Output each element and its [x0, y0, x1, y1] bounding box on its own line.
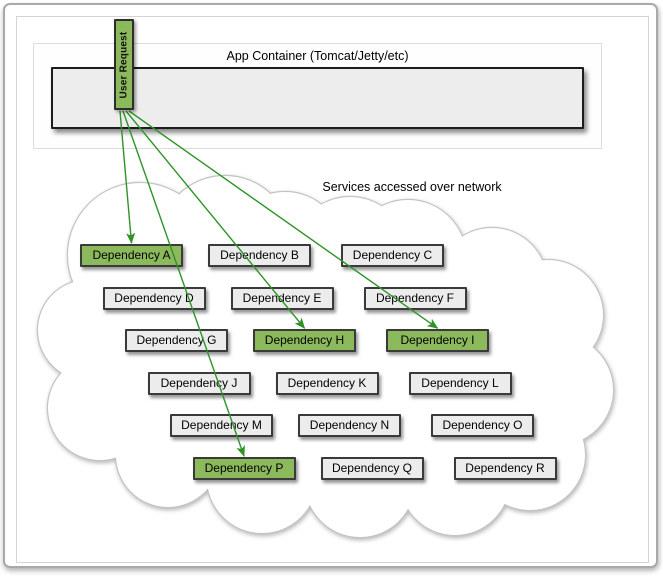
inner-frame — [16, 16, 649, 563]
dependency-box-a: Dependency A — [80, 244, 183, 267]
dependency-box-n: Dependency N — [298, 414, 401, 438]
dependency-box-d: Dependency D — [102, 286, 206, 310]
dependency-box-o: Dependency O — [431, 414, 534, 438]
dependency-box-f: Dependency F — [363, 286, 467, 310]
dependency-box-p: Dependency P — [192, 457, 296, 480]
dependency-box-h: Dependency H — [253, 329, 356, 353]
dependency-box-l: Dependency L — [408, 371, 512, 395]
app-container-title: App Container (Tomcat/Jetty/etc) — [226, 49, 409, 63]
dependency-box-r: Dependency R — [453, 457, 557, 480]
dependency-box-q: Dependency Q — [320, 457, 424, 480]
dependency-box-c: Dependency C — [341, 244, 444, 267]
dependency-box-g: Dependency G — [125, 329, 228, 353]
dependency-box-i: Dependency I — [386, 329, 489, 353]
dependency-box-j: Dependency J — [147, 371, 251, 395]
user-request-box: User Request — [114, 19, 134, 110]
dependency-box-b: Dependency B — [208, 244, 311, 267]
network-services-label: Services accessed over network — [322, 180, 502, 194]
user-request-label: User Request — [118, 31, 130, 98]
dependency-box-e: Dependency E — [230, 286, 334, 310]
dependency-box-m: Dependency M — [170, 414, 273, 438]
dependency-box-k: Dependency K — [275, 371, 379, 395]
